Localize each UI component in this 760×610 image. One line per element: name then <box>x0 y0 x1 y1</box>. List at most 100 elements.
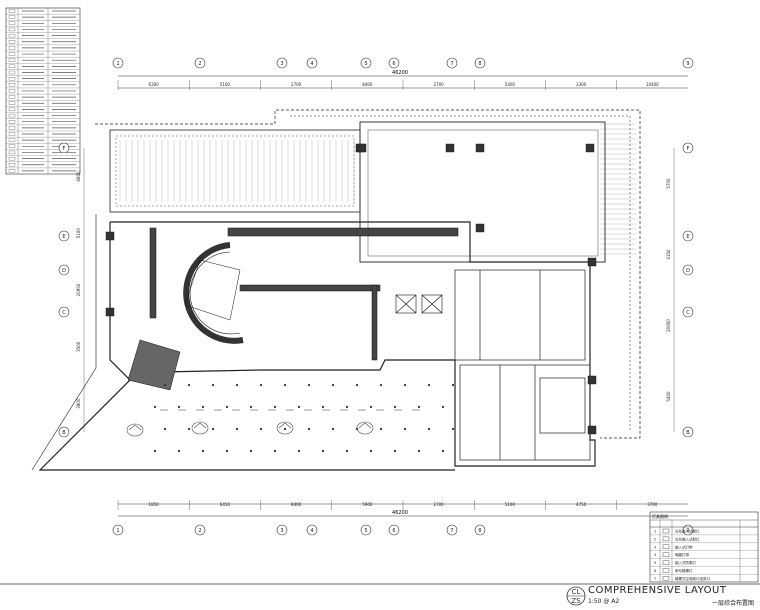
axis-bubble: D <box>682 264 694 276</box>
svg-text:3: 3 <box>654 545 656 549</box>
axis-bubble: 4 <box>306 524 318 536</box>
fixture-type-label: 方形嵌入式筒灯 <box>675 529 700 534</box>
svg-text:4: 4 <box>310 61 313 67</box>
svg-text:B: B <box>686 430 690 436</box>
stair-hatch <box>127 339 181 391</box>
svg-text:F: F <box>63 146 66 152</box>
bottom-total-dimension: 46200 <box>392 510 408 516</box>
axis-bubble: B <box>58 426 70 438</box>
dimension-label: 6800 <box>76 171 81 182</box>
axis-bubble: 7 <box>446 524 458 536</box>
dimension-label: 5400 <box>666 391 671 402</box>
left-dimension-chain: 6800 5100 20950 3500 3800 <box>76 148 85 432</box>
axis-bubble: E <box>58 230 70 242</box>
dimension-label: 5100 <box>505 502 516 507</box>
axis-bubble: 4 <box>306 57 318 69</box>
dimension-label: 4150 <box>666 249 671 260</box>
svg-text:4: 4 <box>654 553 657 557</box>
light-fixtures <box>126 383 455 453</box>
dimension-label: 8400 <box>291 502 302 507</box>
svg-text:E: E <box>62 234 65 240</box>
svg-text:C: C <box>686 310 690 316</box>
fixture-type-label: 格栅式空调风口送风口 <box>675 576 710 581</box>
axis-bubble: C <box>58 306 70 318</box>
fixture-type-label: 嵌入式灯带 <box>675 544 693 549</box>
fixture-type-label: 条形格栅灯 <box>675 568 693 573</box>
svg-text:3: 3 <box>280 528 283 534</box>
svg-text:1: 1 <box>654 530 656 534</box>
axis-bubble: 9 <box>682 57 694 69</box>
svg-text:6: 6 <box>392 61 395 67</box>
svg-text:F: F <box>687 146 690 152</box>
title-block: CL ZS COMPREHENSIVE LAYOUT 1:50 @ A2 一层综… <box>566 584 760 610</box>
axis-bubble: F <box>58 142 70 154</box>
dimension-label: 5700 <box>666 178 671 189</box>
drawing-scale: 1:50 @ A2 <box>588 598 620 605</box>
dimension-label: 5100 <box>76 228 81 239</box>
dimension-label: 20950 <box>76 283 81 296</box>
svg-text:D: D <box>62 268 66 274</box>
right-axis-bubbles: F E D C B <box>682 142 694 438</box>
circular-room <box>183 242 244 344</box>
fixture-type-label: 嵌入式防雾灯 <box>675 560 696 565</box>
axis-bubble: B <box>682 426 694 438</box>
drawing-title: COMPREHENSIVE LAYOUT <box>588 585 727 596</box>
axis-bubble: E <box>682 230 694 242</box>
axis-bubble: 8 <box>474 524 486 536</box>
top-total-dimension: 46200 <box>392 70 408 76</box>
dimension-label: 2700 <box>434 502 445 507</box>
svg-text:9: 9 <box>686 528 689 534</box>
svg-text:3: 3 <box>280 61 283 67</box>
svg-text:1: 1 <box>116 61 119 67</box>
axis-bubble: 3 <box>276 57 288 69</box>
axis-bubble: 1 <box>112 524 124 536</box>
dimension-label: 5900 <box>362 502 373 507</box>
right-rooms <box>454 269 591 461</box>
axis-bubble: C <box>682 306 694 318</box>
axis-bubble: 2 <box>194 57 206 69</box>
svg-text:5: 5 <box>654 561 656 565</box>
dimension-label: 5400 <box>505 82 516 87</box>
legend-table <box>5 7 81 175</box>
svg-text:2: 2 <box>654 537 656 541</box>
structural-columns <box>105 143 597 435</box>
svg-text:8: 8 <box>478 528 481 534</box>
dimension-label: 1850 <box>149 502 160 507</box>
svg-text:7: 7 <box>654 577 656 581</box>
axis-bubble: F <box>682 142 694 154</box>
axis-bubble: 6 <box>388 524 400 536</box>
svg-text:4: 4 <box>310 528 313 534</box>
bottom-table-title: 灯具图例 <box>652 513 668 519</box>
dimension-label: 3800 <box>76 398 81 409</box>
axis-bubble: 8 <box>474 57 486 69</box>
svg-text:6: 6 <box>654 569 656 573</box>
drawing-title-cn: 一层综合布置图 <box>712 600 755 607</box>
svg-text:5: 5 <box>364 61 367 67</box>
svg-text:2: 2 <box>198 61 201 67</box>
top-axis-bubbles: 1 2 3 4 5 6 7 8 9 <box>112 57 694 69</box>
dimension-label: 3700 <box>647 502 658 507</box>
axis-bubble: 2 <box>194 524 206 536</box>
cl-logo-icon: CL ZS <box>566 586 586 606</box>
left-axis-bubbles: F E D C B <box>58 142 70 438</box>
axis-bubble: 3 <box>276 524 288 536</box>
svg-text:ZS: ZS <box>571 597 581 605</box>
dimension-label: 5100 <box>220 82 231 87</box>
dimension-label: 2700 <box>291 82 302 87</box>
axis-bubble: 7 <box>446 57 458 69</box>
axis-bubble: 1 <box>112 57 124 69</box>
fixture-type-label: 方形嵌入式射灯 <box>675 536 700 541</box>
svg-text:7: 7 <box>450 61 453 67</box>
axis-bubble: D <box>58 264 70 276</box>
svg-text:8: 8 <box>478 61 481 67</box>
dimension-label: 4750 <box>576 502 587 507</box>
fixture-type-label: 暗藏灯带 <box>675 552 689 557</box>
terrace-hatch <box>119 123 636 255</box>
dimension-label: 3500 <box>76 341 81 352</box>
svg-text:CL: CL <box>572 588 581 596</box>
axis-bubble: 5 <box>360 57 372 69</box>
axis-bubble: 6 <box>388 57 400 69</box>
